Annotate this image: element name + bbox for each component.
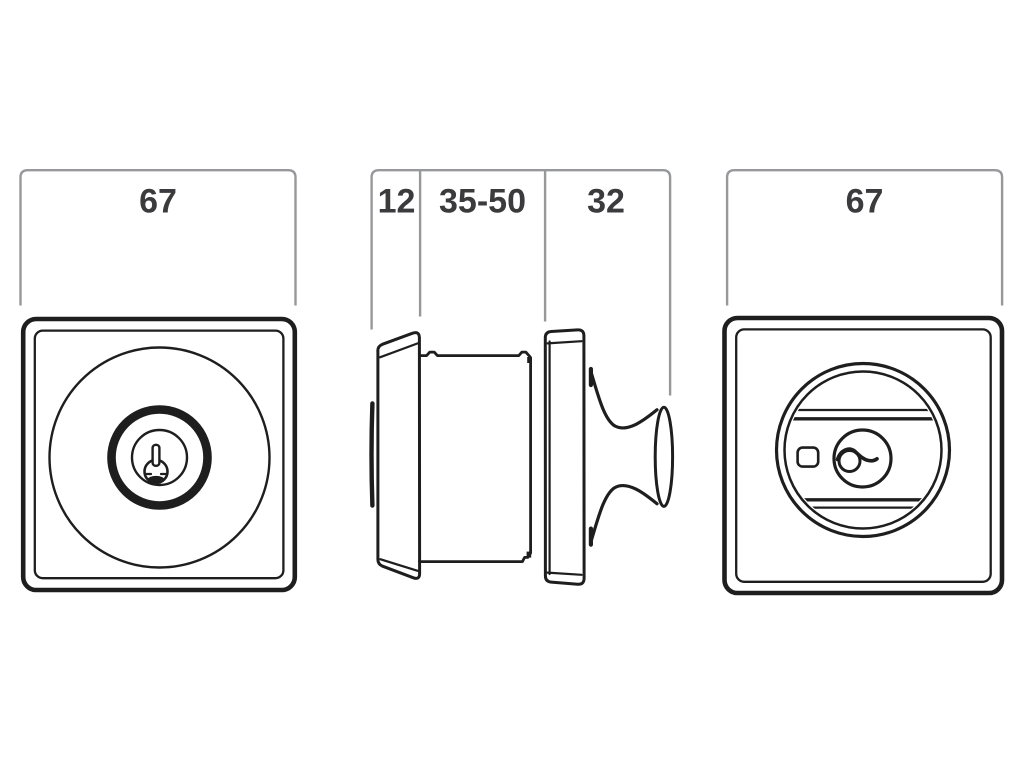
side-dim-left-label: 12 (378, 183, 416, 221)
rear-escutcheon-inner-edge (735, 328, 992, 583)
keyhole-icon (143, 443, 169, 485)
side-dim-right-label: 32 (587, 183, 625, 221)
side-interior-plate-top-bevel (546, 340, 583, 345)
side-exterior-plate (376, 331, 422, 580)
thumbturn-knob-profile (588, 366, 675, 547)
keyway-slot (151, 443, 161, 467)
side-cylinder-collar-edge (369, 401, 375, 508)
rear-interior-view (722, 315, 1005, 596)
keyway-bottom-fill (147, 475, 165, 484)
front-width-bracket (19, 169, 297, 306)
front-exterior-view (20, 316, 298, 593)
front-cylinder-collar-ring (107, 405, 212, 510)
rear-width-label: 67 (846, 183, 884, 221)
side-dim-middle-label: 35-50 (439, 183, 526, 221)
thumbturn-lever (835, 447, 879, 463)
knob-end-cap (653, 405, 675, 508)
thumbturn-icon (835, 447, 879, 473)
rear-width-bracket (725, 169, 1004, 306)
rear-turn-piece-inner-ring (783, 370, 943, 530)
front-width-label: 67 (139, 183, 177, 221)
rear-indicator-window (796, 446, 820, 468)
rear-turn-piece-outer-ring (774, 361, 952, 539)
side-profile-view (369, 328, 675, 586)
front-escutcheon-inner-edge (33, 329, 285, 580)
front-rose-circle (48, 346, 271, 569)
side-body-top-corner (527, 357, 532, 363)
knob-bottom-curve (589, 484, 659, 544)
side-interior-plate (543, 328, 586, 586)
side-depth-bracket (370, 169, 672, 396)
side-body-bottom-corner (526, 551, 532, 558)
side-lock-body-outline (418, 350, 532, 563)
front-cylinder-face (130, 428, 189, 487)
side-interior-plate-bottom-bevel (546, 571, 583, 576)
side-exterior-plate-top-bevel (379, 342, 419, 359)
knob-top-curve (589, 370, 659, 430)
side-exterior-plate-bottom-bevel (379, 558, 419, 572)
dimension-brackets (19, 169, 1004, 396)
